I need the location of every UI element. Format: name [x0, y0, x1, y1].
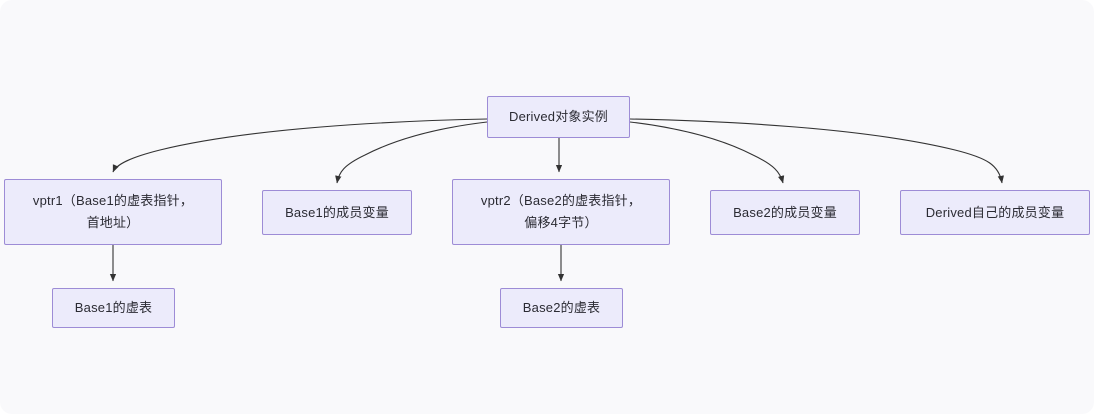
node-label: Base1的成员变量	[285, 204, 389, 220]
node-base2-members[interactable]: Base2的成员变量	[710, 190, 860, 235]
node-label: Base2的虚表	[522, 300, 601, 315]
node-label: Derived对象实例	[509, 109, 608, 124]
edge-root-to-vptr1	[112, 118, 488, 173]
node-label: Derived自己的成员变量	[925, 204, 1065, 220]
node-derived-object[interactable]: Derived对象实例	[487, 96, 630, 138]
node-base1-members[interactable]: Base1的成员变量	[262, 190, 412, 235]
node-label: vptr2（Base2的虚表指针， 偏移4字节）	[480, 193, 642, 230]
edge-root-to-base1-members	[335, 121, 488, 184]
node-label: vptr1（Base1的虚表指针， 首地址）	[32, 193, 194, 230]
edge-root-to-derived-members	[629, 118, 1004, 184]
node-label: Base1的虚表	[74, 300, 153, 315]
node-label: Base2的成员变量	[733, 204, 837, 220]
node-vptr1[interactable]: vptr1（Base1的虚表指针， 首地址）	[4, 179, 222, 245]
node-vptr2[interactable]: vptr2（Base2的虚表指针， 偏移4字节）	[452, 179, 670, 245]
edge-root-to-base2-members	[629, 121, 785, 184]
node-derived-members[interactable]: Derived自己的成员变量	[900, 190, 1090, 235]
node-base2-vtable[interactable]: Base2的虚表	[500, 288, 623, 328]
node-base1-vtable[interactable]: Base1的虚表	[52, 288, 175, 328]
